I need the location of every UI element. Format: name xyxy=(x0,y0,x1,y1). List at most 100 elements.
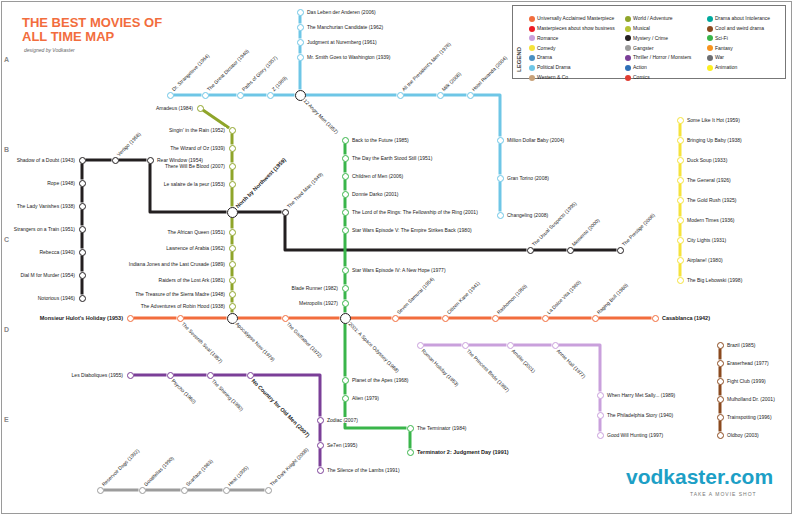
station-circle: Citizen Kane (1941) xyxy=(442,315,449,322)
station-name: Airplane! (1980) xyxy=(686,257,724,263)
station-circle: Shadow of a Doubt (1943) xyxy=(79,157,86,164)
station-name: Donnie Darko (2001) xyxy=(351,191,399,197)
metro-line xyxy=(679,204,682,217)
legend-swatch xyxy=(529,45,535,51)
station-name: Modern Times (1936) xyxy=(686,217,736,223)
metro-line xyxy=(299,61,302,90)
metro-line xyxy=(679,124,682,137)
station-name: The Manchurian Candidate (1962) xyxy=(306,24,384,30)
legend-swatch xyxy=(707,35,713,41)
station-circle: Star Wars Episode IV: A New Hope (1977) xyxy=(342,267,349,274)
metro-line xyxy=(399,317,442,320)
station-circle: Brazil (1985) xyxy=(717,342,724,349)
station-circle: Rear Window (1954) xyxy=(147,157,154,164)
station-name: Judgment at Nuremberg (1961) xyxy=(306,39,378,45)
metro-line xyxy=(344,144,347,155)
station-name: La Dolce Vita (1960) xyxy=(545,278,583,316)
station-name: Indiana Jones and the Last Crusade (1989… xyxy=(128,261,226,267)
station-name: When Harry Met Sally... (1989) xyxy=(606,392,676,398)
station-circle: The Silence of the Lambs (1991) xyxy=(317,467,324,474)
station-name: 12 Angry Men (1957) xyxy=(302,97,341,136)
watermark-tagline: TAKE A MOVIE SHOT xyxy=(690,491,757,497)
metro-line xyxy=(231,252,234,261)
metro-line xyxy=(319,449,322,467)
station-name: Fight Club (1999) xyxy=(726,378,767,384)
station-circle: Back to the Future (1985) xyxy=(342,137,349,144)
station-circle: Dr. Strangelove (1964) xyxy=(167,92,174,99)
legend-text: Action xyxy=(633,64,647,70)
station-circle: The General (1926) xyxy=(677,177,684,184)
legend-text: Gangster xyxy=(633,45,654,51)
metro-line xyxy=(719,367,722,378)
legend-item: Sci-Fi xyxy=(707,29,728,36)
metro-line xyxy=(499,182,502,212)
station-name: The Day the Earth Stood Still (1951) xyxy=(351,155,433,161)
metro-line xyxy=(344,180,347,191)
legend-item: Fantasy xyxy=(707,38,733,45)
station-circle: Amélie (2001) xyxy=(507,342,514,349)
metro-line xyxy=(231,298,234,303)
metro-line xyxy=(285,216,527,251)
station-name: Mr. Smith Goes to Washington (1939) xyxy=(306,54,391,60)
metro-line xyxy=(214,374,247,377)
station-name: Good Will Hunting (1997) xyxy=(606,432,664,438)
legend-swatch xyxy=(707,45,713,51)
station-name: Bringing Up Baby (1938) xyxy=(686,137,743,143)
metro-line xyxy=(299,46,302,54)
legend-text: Western & Co xyxy=(537,74,568,80)
station-name: Mulholland Dr. (2001) xyxy=(726,396,776,402)
legend-text: War xyxy=(715,54,724,60)
interchange-station: Apocalypse Now (1979) xyxy=(227,313,238,324)
station-name: Scarface (1983) xyxy=(184,457,215,488)
watermark: vodkaster.com xyxy=(626,464,773,489)
grid-letter: D xyxy=(4,326,9,334)
station-circle: Good Will Hunting (1997) xyxy=(597,432,604,439)
metro-line xyxy=(119,159,147,162)
metro-line xyxy=(274,94,295,97)
legend-swatch xyxy=(529,65,535,71)
metro-line xyxy=(81,233,84,249)
grid-letter: B xyxy=(4,146,9,154)
station-circle: The Seventh Seal (1957) xyxy=(177,315,184,322)
legend-swatch xyxy=(529,35,535,41)
station-circle: Raiders of the Lost Ark (1981) xyxy=(229,277,236,284)
station-circle: The Terminator (1984) xyxy=(407,425,414,432)
station-circle: Judgment at Nuremberg (1961) xyxy=(297,39,304,46)
legend-swatch xyxy=(529,55,535,61)
legend-swatch xyxy=(529,26,535,32)
metro-line xyxy=(719,421,722,432)
station-circle: The Philadelphia Story (1940) xyxy=(597,412,604,419)
station-name: Lawrence of Arabia (1962) xyxy=(165,245,226,251)
metro-line xyxy=(209,94,237,97)
station-name: Back to the Future (1985) xyxy=(351,137,410,143)
station-circle: Le salaire de la peur (1953) xyxy=(229,181,236,188)
station-name: The Wizard of Oz (1939) xyxy=(169,145,226,151)
station-circle: Oldboy (2003) xyxy=(717,432,724,439)
metro-line xyxy=(344,274,347,285)
station-name: Amélie (2001) xyxy=(510,347,538,375)
metro-line xyxy=(679,244,682,257)
metro-line xyxy=(719,349,722,360)
metro-line xyxy=(174,374,207,377)
station-circle: Heat (1995) xyxy=(223,487,230,494)
metro-line xyxy=(81,279,84,295)
metro-line xyxy=(514,344,552,347)
metro-line xyxy=(424,344,462,347)
interchange-station: 2001: A Space Odyssey (1968) xyxy=(340,313,351,324)
station-circle: Vertigo (1958) xyxy=(112,157,119,164)
station-circle: Duck Soup (1933) xyxy=(677,157,684,164)
legend-text: Cool and weird drama xyxy=(715,25,764,31)
legend-heading: LEGEND xyxy=(516,47,523,72)
station-name: Terminator 2: Judgment Day (1991) xyxy=(416,449,510,455)
station-circle: Dial M for Murder (1954) xyxy=(79,272,86,279)
legend-text: Masterpieces about show business xyxy=(537,25,615,31)
station-name: Alien (1979) xyxy=(351,395,380,401)
station-name: The Adventures of Robin Hood (1938) xyxy=(140,303,226,309)
metro-line xyxy=(679,184,682,197)
station-name: 2001: A Space Odyssey (1968) xyxy=(347,320,401,374)
station-circle: Scarface (1983) xyxy=(181,487,188,494)
station-circle: Donnie Darko (2001) xyxy=(342,191,349,198)
legend-item: Political Drama xyxy=(529,58,571,65)
legend-item: World / Adventure xyxy=(625,9,673,16)
legend-item: Western & Co xyxy=(529,68,568,75)
